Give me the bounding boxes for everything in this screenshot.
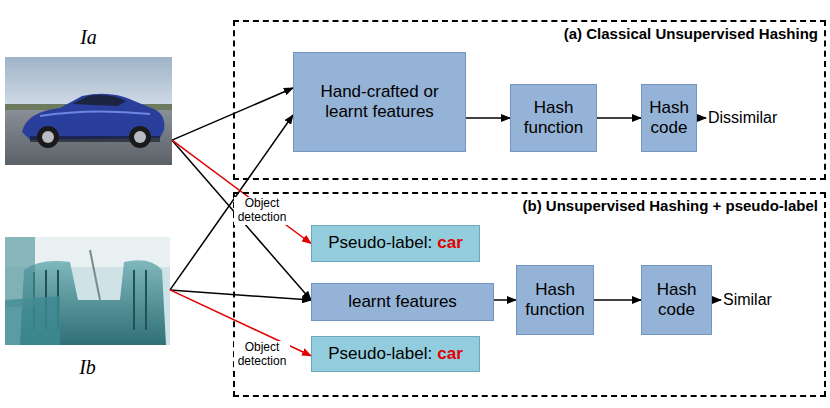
result-arrow <box>697 117 706 119</box>
pseudo-label-box: Pseudo-label:car <box>311 336 480 372</box>
pseudo-label-box: Pseudo-label:car <box>311 225 480 262</box>
flow-arrow <box>594 299 641 301</box>
edge-label: Object detection <box>234 341 290 369</box>
image-b: Ib <box>5 237 170 345</box>
pseudo-label-class: car <box>437 233 463 253</box>
hash-function-box: Hash function <box>510 84 597 152</box>
image-label: Ia <box>5 26 172 49</box>
flow-arrow <box>466 117 510 119</box>
pseudo-label-class: car <box>437 344 463 364</box>
box-label: Hash code <box>646 98 692 139</box>
box-label: Hash code <box>646 280 707 321</box>
image-a: Ia <box>5 57 172 165</box>
hash-code-box: Hash code <box>641 265 712 335</box>
car-photo <box>5 57 172 165</box>
box-label: Hand-crafted or learnt features <box>298 82 461 123</box>
flow-arrow <box>494 299 516 301</box>
pseudo-label-text: Pseudo-label: <box>328 344 432 364</box>
box-label: learnt features <box>348 292 457 312</box>
result-label: Dissimilar <box>708 109 777 127</box>
result-arrow <box>712 299 721 301</box>
flow-arrow <box>597 117 641 119</box>
flow-arrow <box>172 140 311 300</box>
image-label: Ib <box>5 356 170 379</box>
hash-function-box: Hash function <box>516 265 594 335</box>
hash-code-box: Hash code <box>641 84 697 152</box>
flow-arrow <box>170 115 293 290</box>
feature-box: learnt features <box>311 283 494 321</box>
box-label: Hash function <box>515 98 592 139</box>
feature-box: Hand-crafted or learnt features <box>293 52 466 152</box>
edge-label: Object detection <box>234 197 290 225</box>
car-interior-photo <box>5 237 170 345</box>
result-label: Similar <box>723 291 772 309</box>
method-panel: (a) Classical Unsupervised HashingHand-c… <box>233 20 826 180</box>
panel-title: (a) Classical Unsupervised Hashing <box>564 25 818 42</box>
box-label: Hash function <box>521 280 589 321</box>
pseudo-label-text: Pseudo-label: <box>328 233 432 253</box>
flow-arrow <box>170 290 311 300</box>
panel-title: (b) Unsupervised Hashing + pseudo-label <box>523 197 818 214</box>
